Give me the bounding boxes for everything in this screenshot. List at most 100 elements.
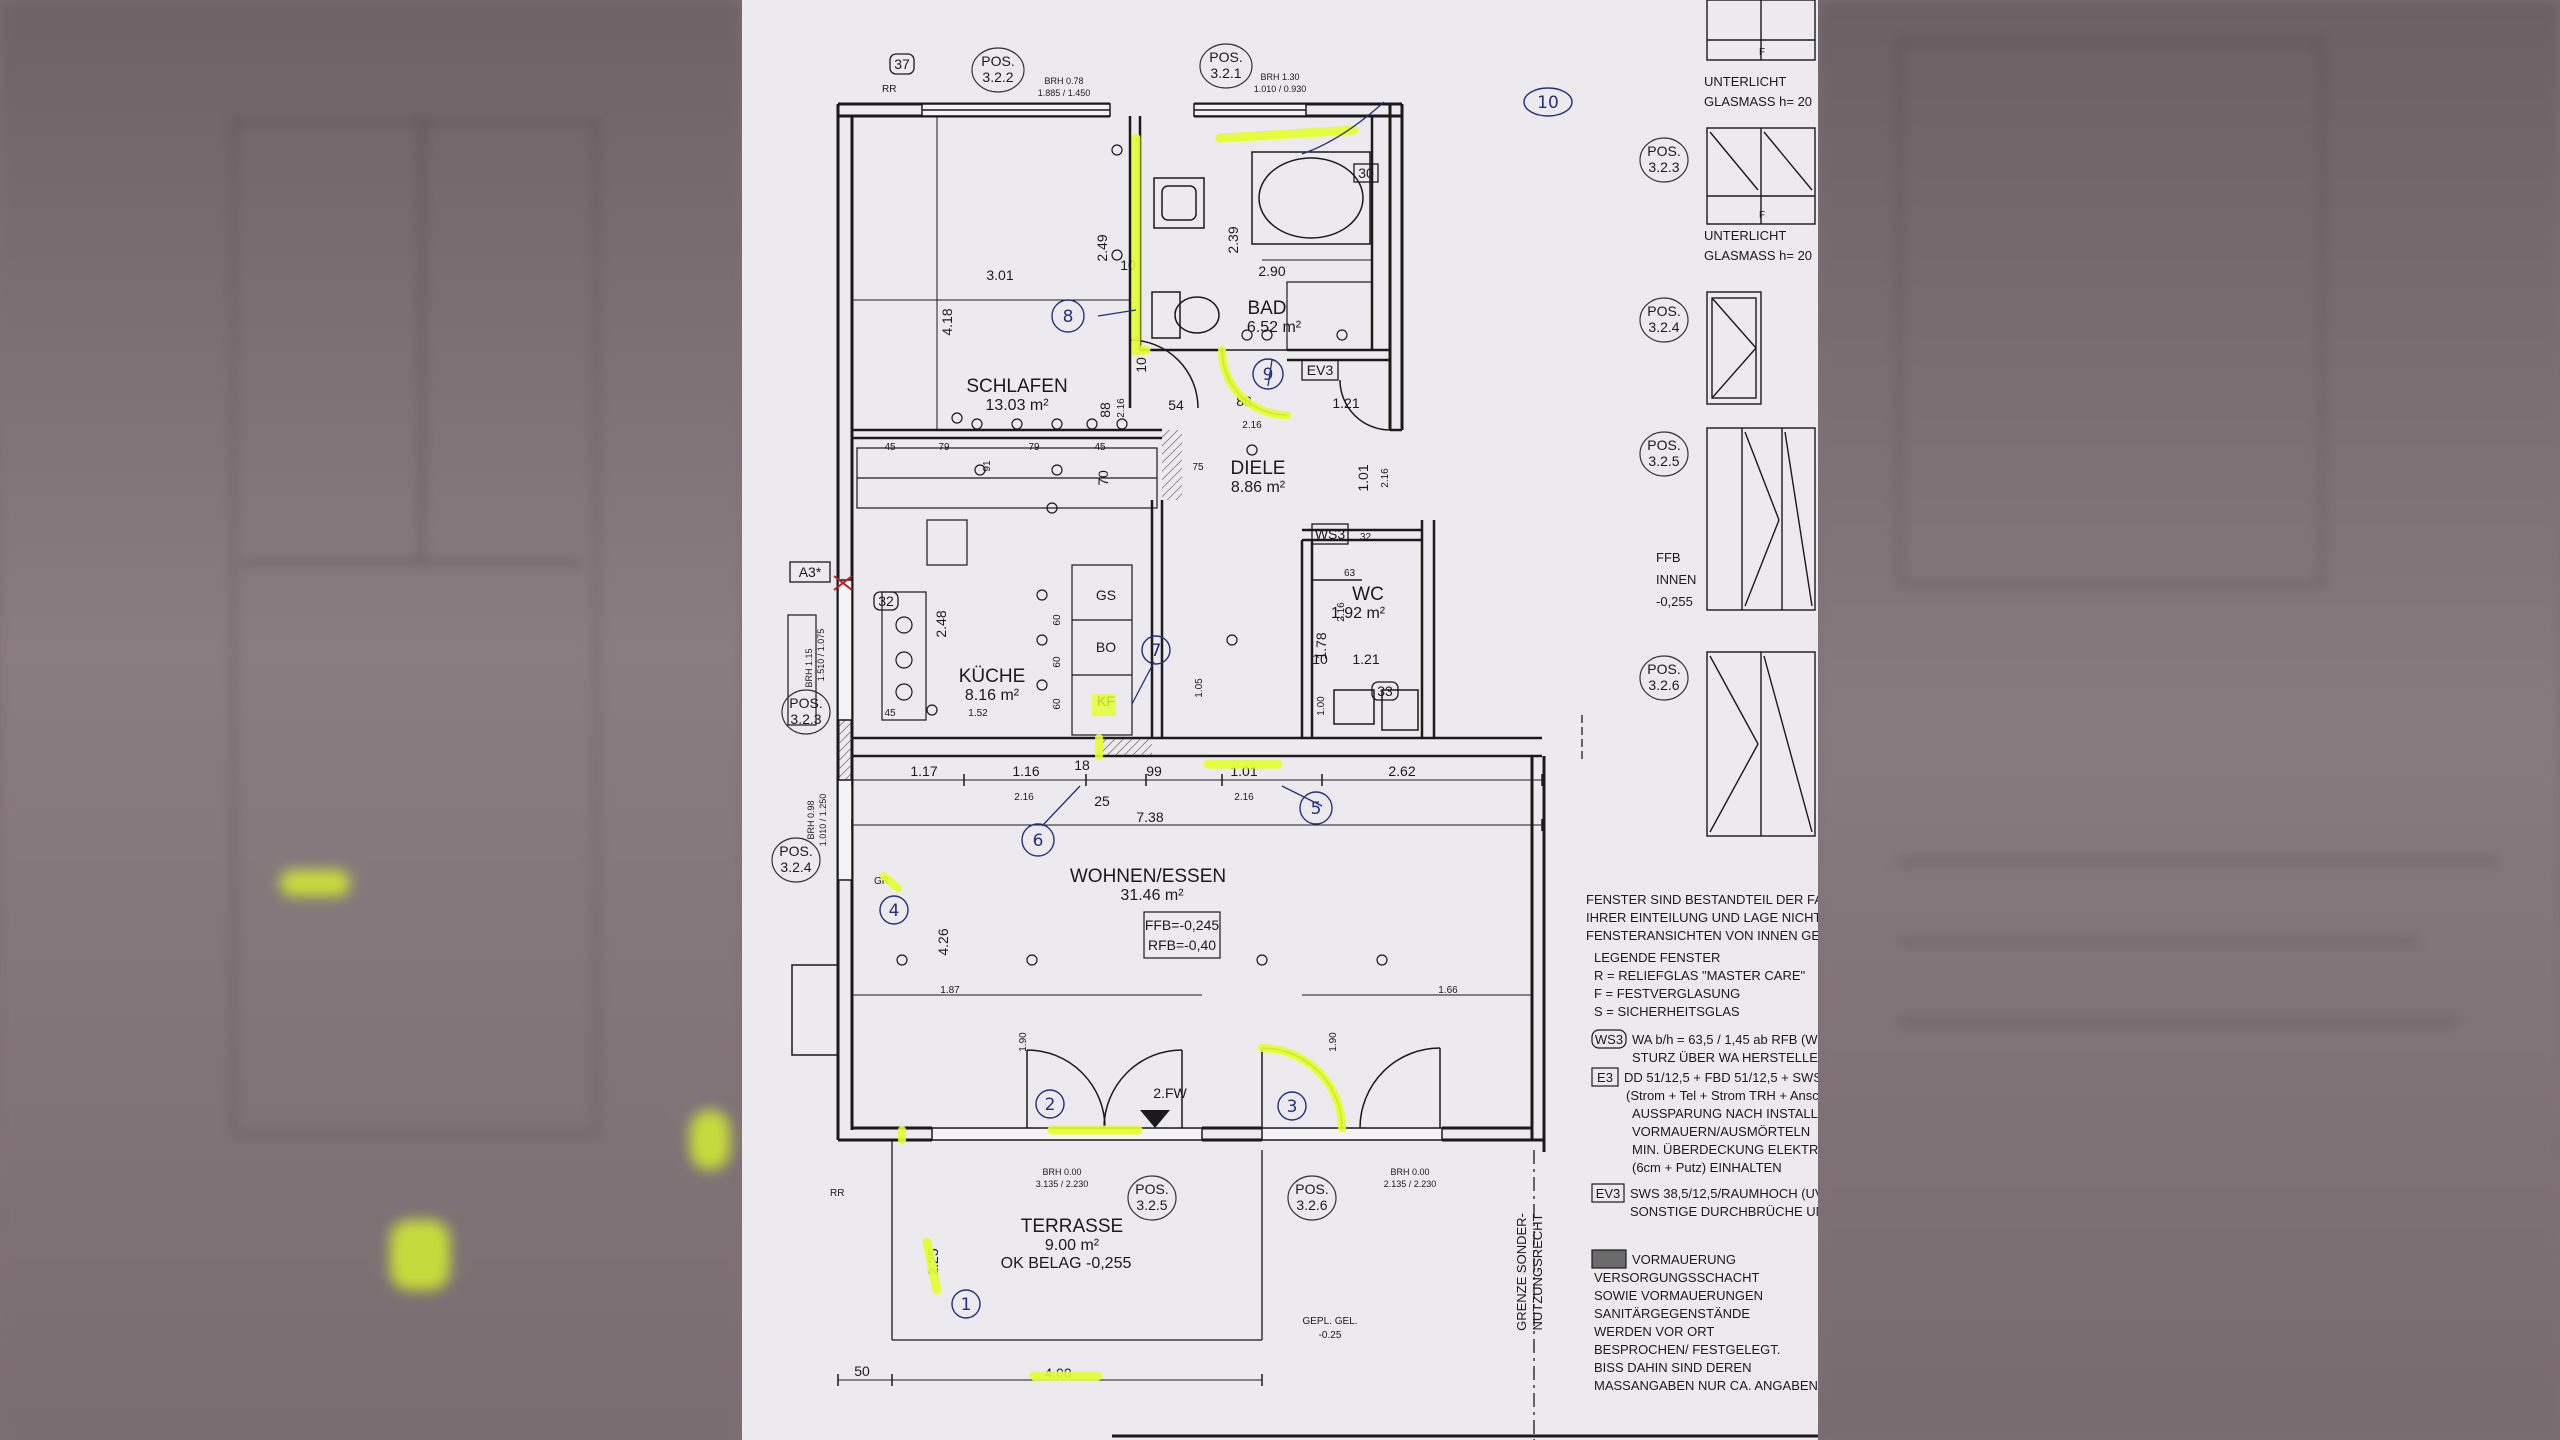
toilet-bad — [1151, 291, 1220, 339]
tag-text: EV3 — [1307, 362, 1334, 378]
window-pos-3-2-1[interactable] — [1193, 103, 1307, 117]
pos-label: POS. — [1647, 661, 1680, 677]
elevation-pos-3-2-3: POS. 3.2.3 — [1639, 137, 1689, 183]
room-name-kueche: KÜCHE — [959, 666, 1026, 687]
floor-plan-sheet: POS. 3.2.2 BRH 0.78 1.885 / 1.450 POS. 3… — [742, 0, 1818, 1440]
elevation-pos-3-2-6: POS. 3.2.6 — [1639, 655, 1689, 701]
legend-line: IHRER EINTEILUNG UND LAGE NICHT VER — [1586, 910, 1818, 925]
pos-circle-3-2-3[interactable]: POS. 3.2.3 — [781, 689, 831, 735]
dim-text: 60 — [1052, 614, 1063, 626]
boundary-label: NUTZUNGSRECHT — [1530, 1213, 1545, 1330]
pos-label: POS. — [1647, 143, 1680, 159]
pos-number: 3.2.2 — [982, 69, 1013, 85]
door-schlafen[interactable] — [1129, 339, 1199, 409]
tag-text: 33 — [1377, 683, 1393, 699]
handnote-text: 8 — [1063, 307, 1074, 327]
legend-line: LEGENDE FENSTER — [1594, 950, 1720, 965]
highlighter-marks — [880, 125, 1359, 1381]
dim-text: 75 — [1192, 462, 1204, 473]
dim-text: 1.21 — [1332, 395, 1359, 411]
tag-text: 2.FW — [1153, 1085, 1187, 1101]
fixture-32: 32 — [1360, 532, 1372, 543]
tag-text: 30 — [1358, 165, 1374, 181]
window-sill-box — [787, 614, 817, 726]
ghost-wall-line — [420, 120, 424, 560]
pos-circle-3-2-5[interactable]: POS. 3.2.5 — [1127, 1175, 1177, 1221]
legend-line: BESPROCHEN/ FESTGELEGT. — [1594, 1342, 1780, 1357]
dim-text: 1.90 — [1018, 1032, 1029, 1052]
handnote-text: 7 — [1151, 641, 1162, 661]
pos-circle-3-2-1[interactable]: POS. 3.2.1 — [1199, 43, 1253, 89]
handnote-9: 9 — [1252, 358, 1284, 390]
window-pos-3-2-2[interactable] — [921, 103, 1111, 117]
ghost-text-line — [1898, 1020, 2458, 1024]
kitchen-cabinets — [881, 519, 1133, 736]
level-box — [1143, 911, 1221, 959]
handnote-text: 9 — [1263, 365, 1274, 385]
pos-circle-3-2-4[interactable]: POS. 3.2.4 — [771, 837, 821, 883]
handnote-text: 2 — [1045, 1095, 1056, 1115]
red-cross — [833, 575, 853, 591]
room-name-terrasse: TERRASSE — [1021, 1216, 1123, 1237]
handnote-text: 3 — [1287, 1097, 1298, 1117]
pos-size: 1.885 / 1.450 — [1038, 88, 1091, 98]
dim-text: 50 — [854, 1363, 870, 1379]
tag-text: A3* — [799, 564, 822, 580]
wardrobe-schlafen — [856, 447, 1158, 509]
unterlicht-label: UNTERLICHT — [1704, 74, 1786, 89]
pos-brh: BRH 0.78 — [1044, 76, 1083, 86]
window-f-label: F — [1759, 47, 1765, 58]
legend-code-ev3: EV3 — [1596, 1186, 1621, 1201]
window-elevation-top — [1706, 0, 1816, 61]
gepl-label: -0.25 — [1319, 1330, 1342, 1341]
window-pos-3-2-6[interactable] — [1261, 1127, 1443, 1141]
door-left-terrace[interactable] — [1026, 1049, 1183, 1129]
pos-brh: BRH 1.30 — [1260, 72, 1299, 82]
window-pos-3-2-3[interactable] — [837, 579, 853, 721]
handnote-text: 6 — [1033, 831, 1044, 851]
dim-text: 1.00 — [1316, 696, 1327, 716]
window-pos-3-2-4[interactable] — [837, 779, 853, 881]
legend-line: BISS DAHIN SIND DEREN — [1594, 1360, 1751, 1375]
ghost-window-outline — [1898, 40, 2324, 586]
dim-text: 45 — [884, 708, 896, 719]
window-elevation-3-2-5 — [1706, 427, 1816, 611]
legend-line: FENSTER SIND BESTANDTEIL DER FASSA — [1586, 892, 1818, 907]
room-area-schlafen: 13.03 m² — [985, 397, 1049, 414]
pos-size: 1.510 / 1.075 — [816, 629, 826, 682]
pos-circle-3-2-2[interactable]: POS. 3.2.2 — [971, 47, 1025, 93]
dim-text: 88 — [1097, 402, 1113, 418]
dim-text: 79 — [938, 442, 950, 453]
legend-line: S = SICHERHEITSGLAS — [1594, 1004, 1740, 1019]
legend-line: VERSORGUNGSSCHACHT — [1594, 1270, 1759, 1285]
dim-text: 1.66 — [1438, 985, 1458, 996]
tag-text: 37 — [894, 56, 910, 72]
legend-code-e3: E3 — [1597, 1070, 1613, 1085]
dim-text: 60 — [1052, 656, 1063, 668]
legend-line: VORMAUERN/AUSMÖRTELN — [1632, 1124, 1810, 1139]
dim-text: 10 — [1133, 357, 1149, 373]
dim-text: 2.48 — [933, 610, 949, 637]
fixture-bo: BO — [1096, 639, 1116, 655]
level-rfb: RFB=-0,40 — [1148, 937, 1216, 953]
blurred-background-right — [1818, 0, 2560, 1440]
door-diele[interactable] — [1339, 379, 1391, 431]
tag-33: 33 — [1371, 681, 1399, 701]
pos-number: 3.2.6 — [1648, 677, 1679, 693]
legend-line: (6cm + Putz) EINHALTEN — [1632, 1160, 1782, 1175]
pos-number: 3.2.3 — [1648, 159, 1679, 175]
legend-line: F = FESTVERGLASUNG — [1594, 986, 1740, 1001]
tag-gr: GR — [874, 876, 889, 887]
pos-circle-3-2-6[interactable]: POS. 3.2.6 — [1287, 1175, 1337, 1221]
legend-line: MIN. ÜBERDECKUNG ELEKTROLE — [1632, 1142, 1818, 1157]
dim-text: 25 — [1094, 793, 1110, 809]
wall-hatch — [838, 720, 852, 780]
unterlicht-label: UNTERLICHT — [1704, 228, 1786, 243]
pos-label: POS. — [1647, 437, 1680, 453]
handnote-text: 4 — [889, 901, 900, 921]
room-area-wohnen: 31.46 m² — [1120, 887, 1184, 904]
dim-text: 7.38 — [1136, 809, 1163, 825]
legend-block: FENSTER SIND BESTANDTEIL DER FASSA IHRER… — [1586, 892, 1818, 1393]
legend-line: FENSTERANSICHTEN VON INNEN GESEHE — [1586, 928, 1818, 943]
legend-line: SONSTIGE DURCHBRÜCHE UND AUSSP — [1630, 1204, 1818, 1219]
